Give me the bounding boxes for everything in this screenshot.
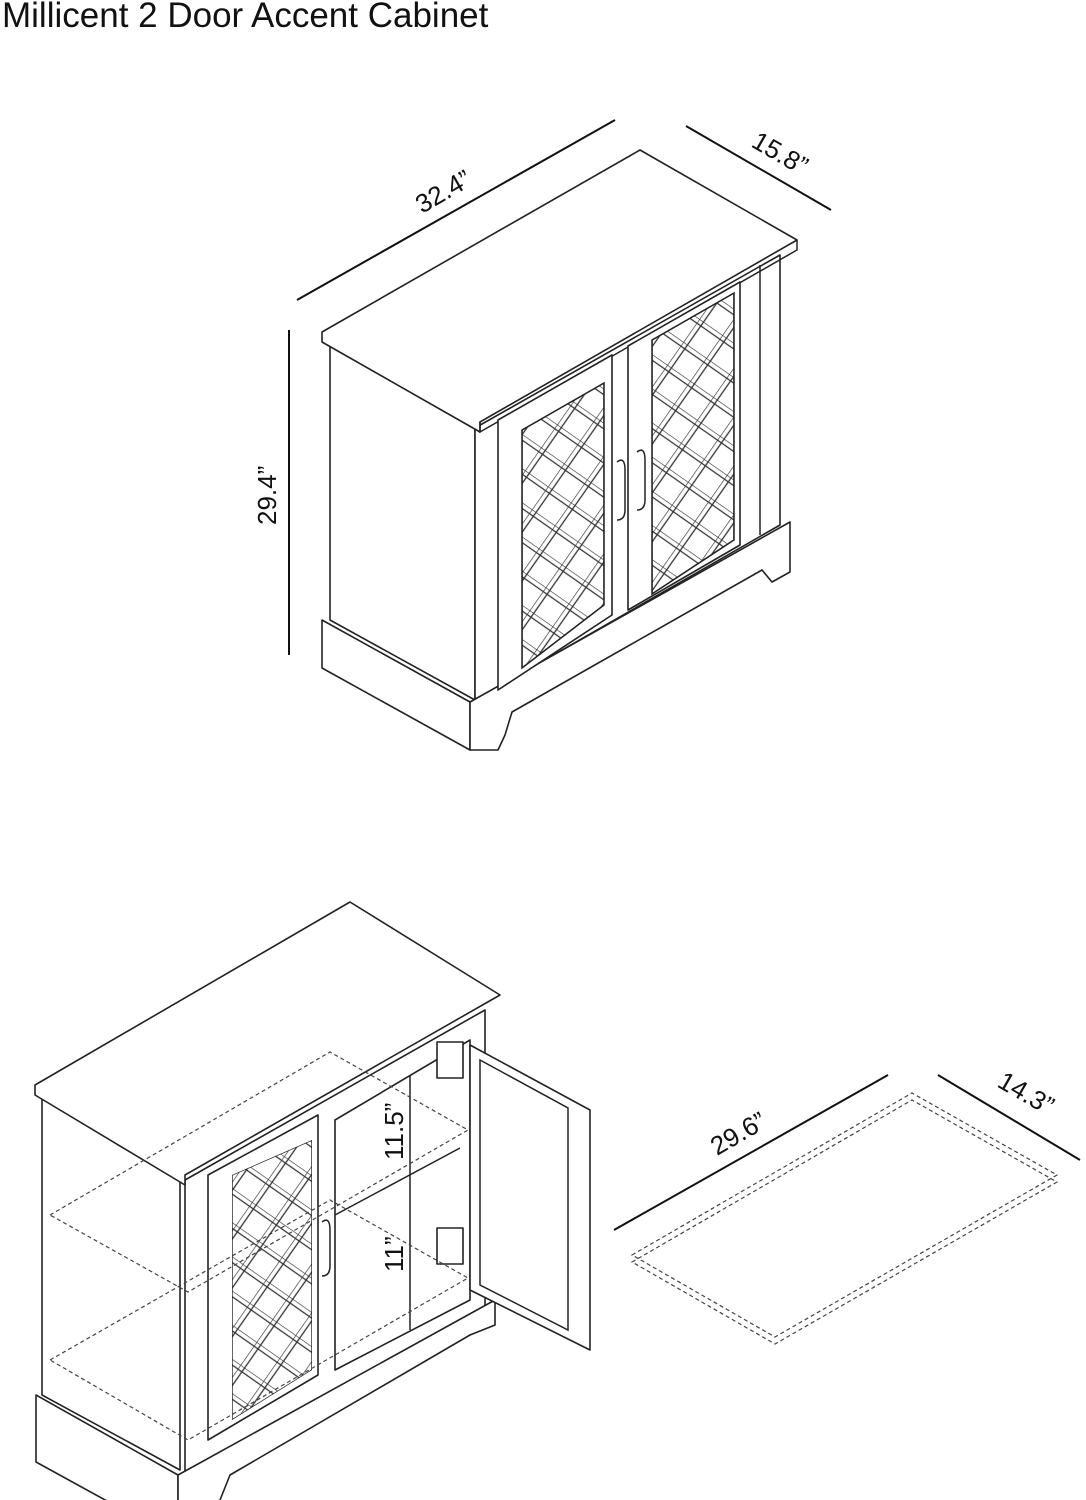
product-title: Millicent 2 Door Accent Cabinet [2,0,489,35]
shelf-depth-label: 14.3” [993,1065,1059,1121]
cabinet-front-view [321,149,798,751]
width-label: 32.4” [410,164,476,220]
depth-label: 15.8” [747,125,813,181]
handle-open-icon [321,1219,331,1277]
cabinet-interior [334,1039,471,1371]
shelf-outline [630,1092,1059,1338]
front-plinth-open [177,1299,496,1500]
upper-shelf-gap-label: 11.5” [379,1103,409,1160]
height-label: 29.4” [252,466,282,525]
shelf-width-label: 29.6” [705,1106,771,1162]
lower-shelf-gap-label: 11” [379,1236,409,1272]
dimension-lines-top [288,119,832,655]
lower-hinge-icon [436,1227,464,1265]
front-plinth [469,521,791,751]
top-slab-open [34,901,501,1186]
lower-shelf-outline [48,1199,470,1441]
right-handle-icon [636,449,646,511]
side-plinth-open [35,1394,179,1500]
shelf-diagram [613,1074,1081,1345]
left-handle-icon [616,459,626,521]
upper-hinge-icon [436,1041,464,1079]
open-door [469,1044,591,1351]
cabinet-open-view [34,901,591,1500]
